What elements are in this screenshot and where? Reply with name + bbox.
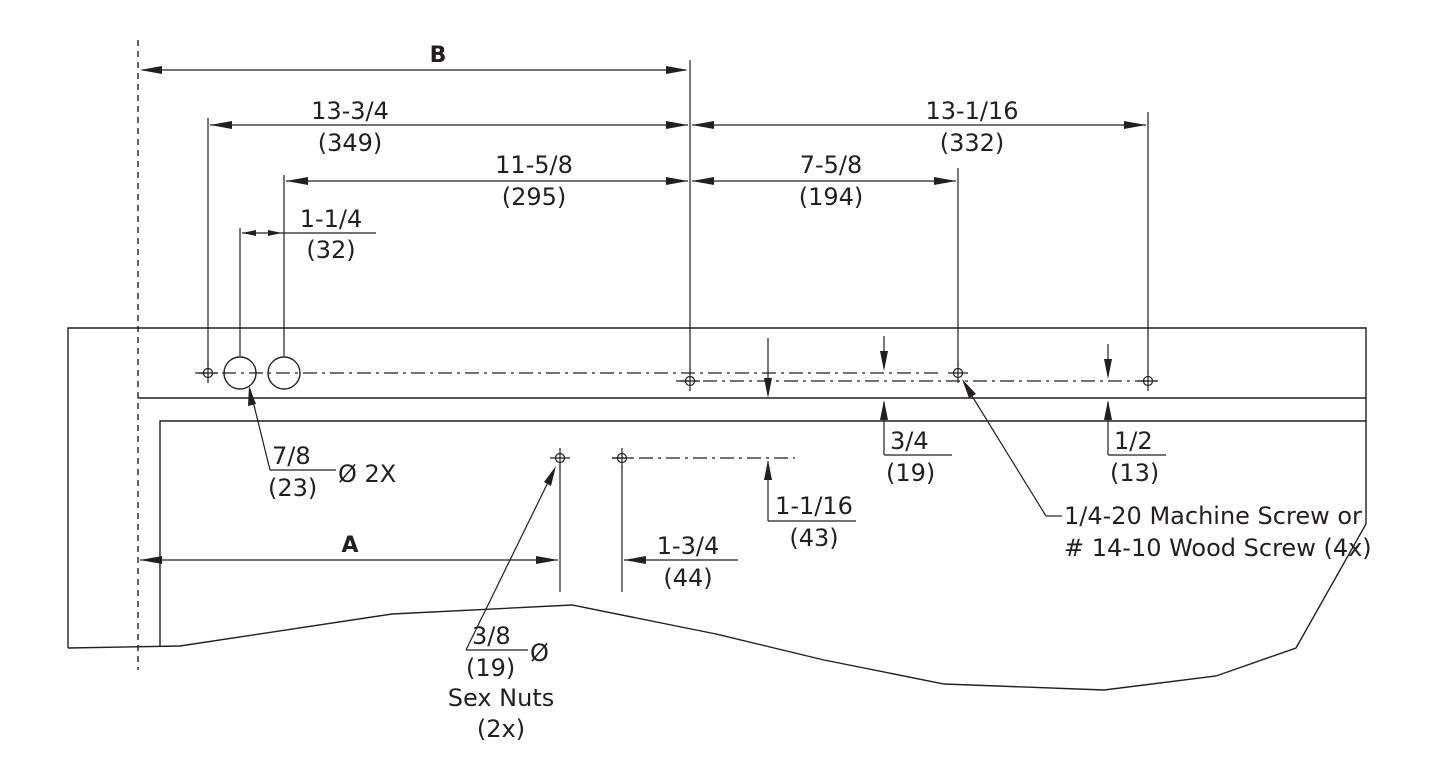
- dimension-13-3-4: 13-3/4 (349): [210, 97, 688, 157]
- dim-43-inch: 1-1/16: [775, 492, 853, 520]
- dim-349-mm: (349): [318, 129, 383, 157]
- screw-hole-1: [198, 363, 218, 383]
- stud-dia-mm: (19): [466, 654, 515, 682]
- dim-332-inch: 13-1/16: [925, 97, 1018, 125]
- screw-note-line2: # 14-10 Wood Screw (4x): [1064, 534, 1372, 562]
- dim-32-inch: 1-1/4: [300, 205, 363, 233]
- housing-outline: [67, 327, 1367, 691]
- dim-32-mm: (32): [306, 236, 355, 264]
- extension-lines: [207, 60, 1149, 592]
- dim-349-inch: 13-3/4: [311, 97, 389, 125]
- dimension-3-4: 3/4 (19): [880, 336, 952, 487]
- dim-b-label: B: [430, 43, 447, 68]
- stud-callout: 3/8 (19) Ø Sex Nuts (2x): [448, 466, 556, 743]
- dimension-1-1-16: 1-1/16 (43): [764, 338, 856, 552]
- large-hole-2: [267, 356, 301, 390]
- dim-295-inch: 11-5/8: [495, 151, 573, 179]
- screw-hole-4: [1138, 371, 1158, 391]
- screw-note-line1: 1/4-20 Machine Screw or: [1064, 502, 1362, 530]
- dim-332-mm: (332): [940, 129, 1005, 157]
- dim-19-inch: 3/4: [890, 427, 929, 455]
- stud-dia-suffix: Ø: [530, 639, 549, 667]
- dim-19-mm: (19): [886, 459, 935, 487]
- hole-dia-mm: (23): [268, 474, 317, 502]
- dimension-a: A: [140, 533, 558, 564]
- hole-callout: 7/8 (23) Ø 2X: [248, 386, 396, 502]
- stud-note-line1: Sex Nuts: [448, 684, 555, 712]
- dim-13-inch: 1/2: [1114, 427, 1153, 455]
- large-hole-1: [223, 356, 257, 390]
- stud-note-line2: (2x): [477, 715, 525, 743]
- dim-194-mm: (194): [799, 183, 864, 211]
- screw-hole-3: [948, 363, 968, 383]
- dimension-b: B: [140, 43, 688, 74]
- dimension-13-1-16: 13-1/16 (332): [692, 97, 1146, 157]
- mounting-holes: [198, 356, 1158, 468]
- stud-hole-1: [550, 448, 570, 468]
- dim-43-mm: (43): [789, 524, 838, 552]
- dimension-7-5-8: 7-5/8 (194): [692, 151, 956, 211]
- dimension-11-5-8: 11-5/8 (295): [286, 151, 688, 211]
- dim-44-inch: 1-3/4: [657, 532, 720, 560]
- dim-a-label: A: [341, 533, 358, 558]
- dim-194-inch: 7-5/8: [800, 151, 863, 179]
- screw-hole-2: [680, 371, 700, 391]
- stud-dia-inch: 3/8: [472, 622, 511, 650]
- screw-callout: 1/4-20 Machine Screw or # 14-10 Wood Scr…: [962, 379, 1372, 562]
- hole-dia-inch: 7/8: [272, 442, 311, 470]
- dim-295-mm: (295): [502, 183, 567, 211]
- hole-dia-suffix: Ø 2X: [338, 460, 396, 488]
- dim-44-mm: (44): [663, 564, 712, 592]
- dimension-1-1-4: 1-1/4 (32): [242, 205, 376, 264]
- dimension-1-3-4: 1-3/4 (44): [624, 532, 738, 592]
- hole-centerlines: [195, 372, 1160, 459]
- stud-hole-2: [612, 448, 632, 468]
- dim-13-mm: (13): [1110, 459, 1159, 487]
- dimension-1-2: 1/2 (13): [1104, 344, 1166, 487]
